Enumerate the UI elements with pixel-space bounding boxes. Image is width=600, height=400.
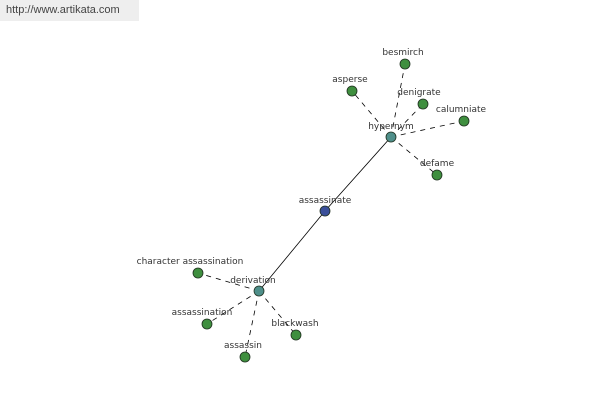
edge-hypernym-asperse bbox=[351, 90, 392, 138]
node-assassinate[interactable]: assassinate bbox=[299, 196, 352, 217]
node-character-assassination[interactable]: character assassination bbox=[137, 257, 244, 279]
node-circle-besmirch[interactable] bbox=[399, 58, 411, 70]
node-circle-assassination[interactable] bbox=[201, 318, 213, 330]
node-assassin[interactable]: assassin bbox=[224, 341, 262, 363]
edge-assassinate-derivation bbox=[258, 210, 326, 292]
node-circle-assassinate[interactable] bbox=[319, 205, 331, 217]
node-label-hypernym: hypernym bbox=[368, 122, 414, 132]
node-besmirch[interactable]: besmirch bbox=[382, 48, 424, 70]
node-circle-character-assassination[interactable] bbox=[192, 267, 204, 279]
node-label-assassination: assassination bbox=[172, 308, 233, 318]
node-label-besmirch: besmirch bbox=[382, 48, 423, 58]
graph-edges bbox=[197, 63, 465, 358]
edge-hypernym-denigrate bbox=[390, 103, 424, 138]
edge-derivation-character-assassination bbox=[197, 272, 260, 292]
edge-hypernym-besmirch bbox=[390, 63, 406, 138]
node-asperse[interactable]: asperse bbox=[332, 75, 368, 97]
node-label-derivation: derivation bbox=[230, 276, 276, 286]
edge-hypernym-calumniate bbox=[390, 120, 465, 138]
node-circle-defame[interactable] bbox=[431, 169, 443, 181]
node-label-character-assassination: character assassination bbox=[137, 257, 244, 267]
node-circle-calumniate[interactable] bbox=[458, 115, 470, 127]
node-circle-derivation[interactable] bbox=[253, 285, 265, 297]
node-derivation[interactable]: derivation bbox=[230, 276, 276, 297]
node-label-calumniate: calumniate bbox=[436, 105, 487, 115]
node-circle-denigrate[interactable] bbox=[417, 98, 429, 110]
node-label-defame: defame bbox=[420, 159, 455, 169]
node-label-assassin: assassin bbox=[224, 341, 262, 351]
node-label-blackwash: blackwash bbox=[271, 319, 318, 329]
edge-hypernym-defame bbox=[390, 136, 438, 176]
node-hypernym[interactable]: hypernym bbox=[368, 122, 414, 143]
node-denigrate[interactable]: denigrate bbox=[397, 88, 441, 110]
edge-derivation-assassin bbox=[244, 290, 260, 358]
node-circle-assassin[interactable] bbox=[239, 351, 251, 363]
node-defame[interactable]: defame bbox=[420, 159, 455, 181]
node-circle-hypernym[interactable] bbox=[385, 131, 397, 143]
graph-nodes: assassinate hypernym derivation besmirch asp… bbox=[137, 48, 487, 363]
node-calumniate[interactable]: calumniate bbox=[436, 105, 487, 127]
node-assassination[interactable]: assassination bbox=[172, 308, 233, 330]
node-label-denigrate: denigrate bbox=[397, 88, 441, 98]
node-circle-asperse[interactable] bbox=[346, 85, 358, 97]
edge-derivation-assassination bbox=[206, 290, 260, 325]
node-blackwash[interactable]: blackwash bbox=[271, 319, 319, 341]
node-circle-blackwash[interactable] bbox=[290, 329, 302, 341]
node-label-assassinate: assassinate bbox=[299, 196, 352, 206]
node-label-asperse: asperse bbox=[332, 75, 368, 85]
watermark-url[interactable]: http://www.artikata.com bbox=[0, 0, 139, 21]
edge-assassinate-hypernym bbox=[324, 136, 392, 212]
